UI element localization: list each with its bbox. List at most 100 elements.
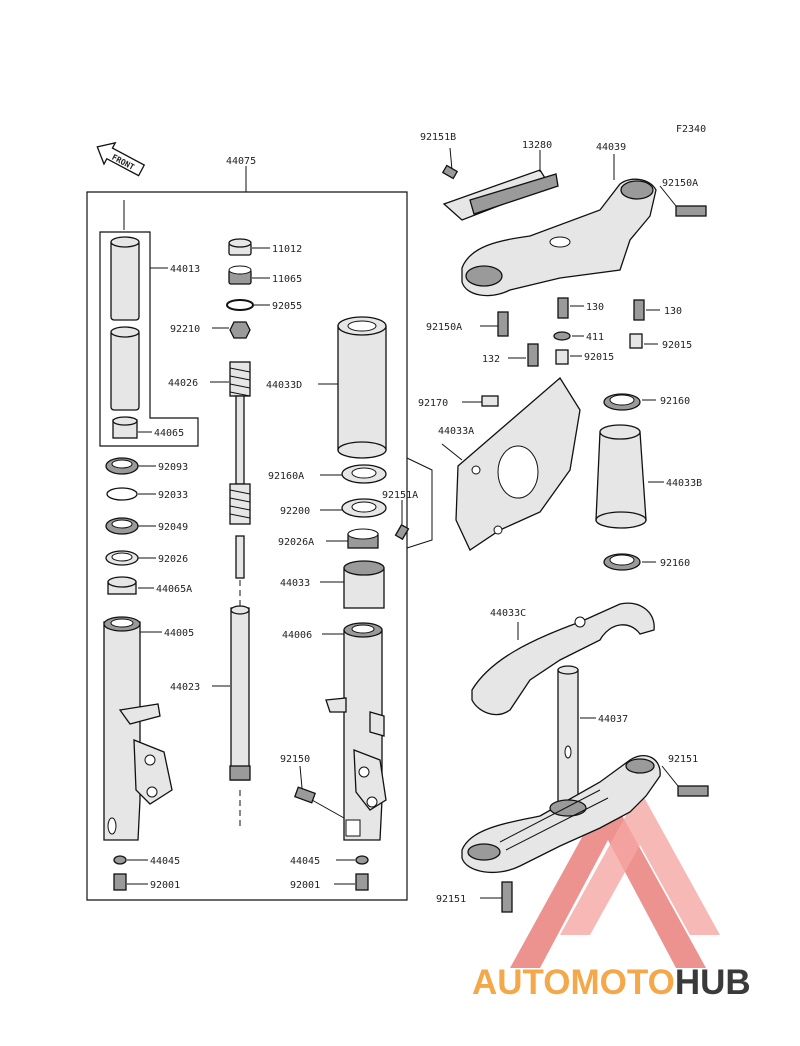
label-92151-right: 92151	[668, 754, 698, 765]
label-92151A: 92151A	[382, 490, 418, 501]
label-92150A-bottom: 92150A	[426, 322, 462, 333]
oil-seal	[105, 517, 139, 535]
label-92001-left: 92001	[150, 880, 180, 891]
lower-triple-clamp	[461, 755, 661, 874]
o-ring	[226, 299, 254, 311]
inner-tube	[110, 236, 140, 411]
bolt-92150A-bottom	[497, 311, 509, 337]
handlebar-bracket	[442, 169, 559, 221]
bolt-130-right	[633, 299, 645, 321]
fork-tube-cover	[337, 316, 387, 459]
cover-44033A	[455, 377, 581, 551]
label-130-right: 130	[664, 306, 682, 317]
label-44045-left: 44045	[150, 856, 180, 867]
nut	[229, 321, 251, 339]
label-44033A: 44033A	[438, 426, 474, 437]
retaining-ring	[106, 487, 138, 501]
bolt-130-left	[557, 297, 569, 319]
slide-bushing	[107, 576, 137, 595]
label-130-left: 130	[586, 302, 604, 313]
label-44033D: 44033D	[266, 380, 302, 391]
label-92015-right: 92015	[662, 340, 692, 351]
label-92049: 92049	[158, 522, 188, 533]
label-44026: 44026	[168, 378, 198, 389]
label-92001-right: 92001	[290, 880, 320, 891]
label-44013: 44013	[170, 264, 200, 275]
watermark-text: AUTOMOTOHUB	[472, 963, 751, 1002]
washer-411	[553, 331, 571, 341]
label-44033B: 44033B	[666, 478, 702, 489]
gasket-left	[113, 855, 127, 865]
outer-tube-right	[325, 622, 387, 841]
bolt-right	[355, 873, 369, 891]
bolt-132	[527, 343, 539, 367]
label-92210: 92210	[170, 324, 200, 335]
washer	[105, 550, 139, 566]
bolt-92150	[293, 786, 345, 819]
label-44033: 44033	[280, 578, 310, 589]
label-44065A: 44065A	[156, 584, 192, 595]
label-13280: 13280	[522, 140, 552, 151]
cover-44033B	[595, 424, 647, 529]
label-44065: 44065	[154, 428, 184, 439]
label-44006: 44006	[282, 630, 312, 641]
cover-44033C	[471, 602, 655, 716]
label-92151B: 92151B	[420, 132, 456, 143]
clamp-92026A	[347, 528, 379, 549]
label-44039: 44039	[596, 142, 626, 153]
washer-92160-top	[603, 393, 641, 411]
label-92055: 92055	[272, 301, 302, 312]
label-92200: 92200	[280, 506, 310, 517]
label-92015-left: 92015	[584, 352, 614, 363]
front-arrow-icon: FRONT	[96, 141, 146, 177]
washer-92200	[341, 498, 387, 518]
screw-92151A	[394, 523, 410, 541]
fork-assembly-box	[86, 191, 408, 901]
collar-92015-right	[629, 333, 643, 349]
figure-code: F2340	[676, 124, 706, 135]
label-92150: 92150	[280, 754, 310, 765]
label-92170: 92170	[418, 398, 448, 409]
label-92026A: 92026A	[278, 537, 314, 548]
label-44037: 44037	[598, 714, 628, 725]
washer-92160-bottom	[603, 553, 641, 571]
label-92160A: 92160A	[268, 471, 304, 482]
label-92160-top: 92160	[660, 396, 690, 407]
label-411: 411	[586, 332, 604, 343]
bushing	[112, 416, 138, 439]
bolt-left	[113, 873, 127, 891]
collar-92015-left	[555, 349, 569, 365]
washer-92160A	[341, 464, 387, 484]
watermark-logo	[510, 790, 720, 968]
damper-rod	[229, 535, 251, 830]
bolt-92151-bottom	[501, 881, 513, 913]
fork-spring	[229, 361, 251, 525]
label-11065: 11065	[272, 274, 302, 285]
clip-92170	[481, 395, 499, 407]
cap-bolt	[228, 265, 252, 285]
label-11012: 11012	[272, 244, 302, 255]
label-132: 132	[482, 354, 500, 365]
bolt-92150A-top	[675, 205, 707, 217]
label-92026: 92026	[158, 554, 188, 565]
label-92151-bottom: 92151	[436, 894, 466, 905]
upper-triple-clamp	[461, 178, 657, 297]
label-44045-right: 44045	[290, 856, 320, 867]
dust-seal	[105, 457, 139, 475]
steering-stem	[557, 665, 579, 811]
label-44005: 44005	[164, 628, 194, 639]
cover-44033	[343, 560, 385, 609]
label-44075: 44075	[226, 156, 256, 167]
label-92093: 92093	[158, 462, 188, 473]
gasket-right	[355, 855, 369, 865]
label-92160-bottom: 92160	[660, 558, 690, 569]
cap	[228, 238, 252, 256]
inner-tube-box	[99, 231, 199, 447]
label-92150A-top: 92150A	[662, 178, 698, 189]
label-92033: 92033	[158, 490, 188, 501]
bolt-92151-right	[677, 785, 709, 797]
label-44023: 44023	[170, 682, 200, 693]
label-44033C: 44033C	[490, 608, 526, 619]
outer-tube-left	[103, 616, 173, 841]
